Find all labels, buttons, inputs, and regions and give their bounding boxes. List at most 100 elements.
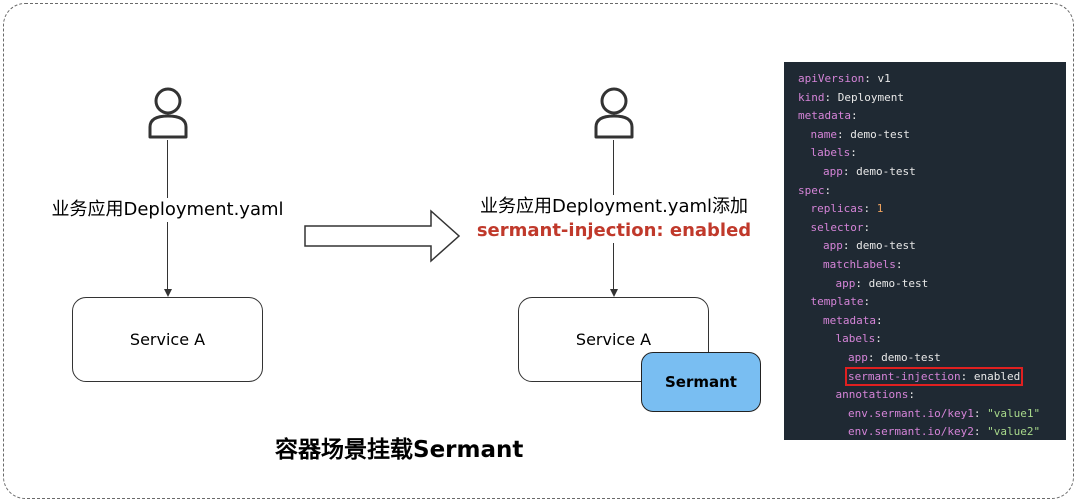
yaml-key: labels — [835, 332, 876, 346]
yaml-colon: : — [850, 109, 858, 123]
code-segment: env.sermant.io/key1: "value1" — [848, 407, 1040, 420]
yaml-value: demo-test — [856, 164, 916, 178]
yaml-colon: : — [973, 406, 981, 420]
yaml-key: annotations — [835, 388, 909, 402]
sermant-injection-label: sermant-injection: enabled — [476, 220, 752, 241]
code-line: labels: — [784, 330, 1066, 349]
code-line: annotations: — [784, 386, 1066, 405]
yaml-key: apiVersion — [798, 72, 865, 85]
yaml-colon: : — [908, 388, 915, 402]
code-segment: metadata: — [823, 314, 883, 327]
code-segment: labels: — [836, 332, 882, 345]
yaml-value: 1 — [876, 202, 884, 216]
right-deployment-label-line1: 业务应用Deployment.yaml添加 — [479, 196, 749, 217]
service-a-box-left: Service A — [72, 297, 263, 382]
yaml-colon: : — [824, 183, 832, 197]
code-segment: kind: Deployment — [798, 91, 904, 104]
diagram-caption: 容器场景挂载Sermant — [275, 437, 524, 463]
code-segment: env.sermant.io/key2: "value2" — [848, 425, 1040, 438]
yaml-value: enabled — [973, 369, 1021, 383]
yaml-colon: : — [842, 164, 850, 178]
service-a-label-left: Service A — [129, 330, 206, 349]
code-line: metadata: — [784, 312, 1066, 331]
yaml-key: selector — [810, 220, 864, 234]
yaml-colon: : — [850, 146, 857, 160]
highlighted-code-segment: sermant-injection: enabled — [844, 366, 1024, 386]
dashed-frame — [3, 3, 1074, 499]
yaml-value: demo-test — [856, 239, 916, 253]
code-line: selector: — [784, 219, 1066, 238]
right-arrow-icon — [304, 209, 461, 263]
yaml-key: metadata — [798, 109, 851, 123]
yaml-value: "value2" — [987, 425, 1041, 439]
code-segment: labels: — [811, 146, 857, 159]
yaml-key: sermant-injection — [848, 369, 961, 383]
code-segment: selector: — [811, 221, 871, 234]
arrowhead-left — [163, 289, 172, 297]
code-line: env.sermant.io/key1: "value1" — [784, 405, 1066, 424]
code-line: spec: — [784, 182, 1066, 201]
yaml-value: demo-test — [868, 276, 929, 290]
code-segment: annotations: — [836, 388, 915, 401]
code-line: app: demo-test — [784, 237, 1066, 256]
code-line: env.sermant.io/key2: "value2" — [784, 423, 1066, 442]
yaml-colon: : — [875, 332, 882, 346]
yaml-value: demo-test — [881, 350, 941, 364]
code-line: labels: — [784, 144, 1066, 163]
yaml-value: demo-test — [850, 127, 910, 141]
yaml-value: v1 — [877, 72, 891, 85]
yaml-colon: : — [855, 276, 862, 290]
user-icon — [148, 87, 188, 139]
yaml-key: app — [835, 276, 856, 290]
code-segment: name: demo-test — [811, 128, 910, 141]
yaml-colon: : — [960, 369, 968, 383]
yaml-colon: : — [867, 350, 875, 364]
code-line: matchLabels: — [784, 256, 1066, 275]
yaml-key: labels — [810, 146, 851, 160]
yaml-colon: : — [864, 72, 871, 85]
sermant-label: Sermant — [665, 373, 737, 391]
user-icon — [594, 87, 634, 139]
code-line: app: demo-test — [784, 163, 1066, 182]
code-segment: app: demo-test — [836, 277, 929, 290]
yaml-colon: : — [895, 257, 903, 271]
yaml-colon: : — [837, 127, 844, 141]
code-segment: app: demo-test — [823, 165, 916, 178]
yaml-key: env.sermant.io/key2 — [848, 425, 974, 439]
code-line: replicas: 1 — [784, 200, 1066, 219]
code-line: apiVersion: v1 — [784, 70, 1066, 89]
code-line: kind: Deployment — [784, 89, 1066, 108]
yaml-key: app — [848, 350, 868, 364]
service-a-label-right: Service A — [575, 330, 652, 349]
yaml-colon: : — [863, 220, 871, 234]
yaml-key: app — [823, 239, 843, 253]
code-segment: metadata: — [798, 109, 858, 122]
yaml-key: replicas — [810, 202, 864, 216]
code-line: metadata: — [784, 107, 1066, 126]
code-segment: spec: — [798, 184, 831, 197]
yaml-key: matchLabels — [823, 257, 896, 271]
code-line: app: demo-test — [784, 275, 1066, 294]
yaml-key: env.sermant.io/key1 — [848, 406, 974, 420]
yaml-colon: : — [842, 239, 850, 253]
yaml-key: name — [810, 127, 838, 141]
yaml-colon: : — [863, 202, 871, 216]
yaml-colon: : — [824, 90, 832, 104]
yaml-key: template — [810, 295, 864, 309]
code-segment: matchLabels: — [823, 258, 902, 271]
yaml-value: "value1" — [987, 406, 1041, 420]
yaml-key: spec — [798, 183, 825, 197]
right-deployment-label: 业务应用Deployment.yaml添加 sermant-injection:… — [474, 195, 754, 243]
yaml-value: Deployment — [837, 90, 904, 104]
yaml-key: kind — [798, 90, 825, 104]
yaml-colon: : — [863, 295, 871, 309]
code-line: name: demo-test — [784, 126, 1066, 145]
code-line: sermant-injection: enabled — [784, 366, 1066, 387]
arrowhead-right — [609, 289, 618, 297]
code-segment: apiVersion: v1 — [798, 72, 891, 85]
code-line: template: — [784, 293, 1066, 312]
code-line: app: demo-test — [784, 349, 1066, 368]
yaml-key: metadata — [823, 313, 876, 327]
left-deployment-label: 业务应用Deployment.yaml — [50, 198, 285, 222]
